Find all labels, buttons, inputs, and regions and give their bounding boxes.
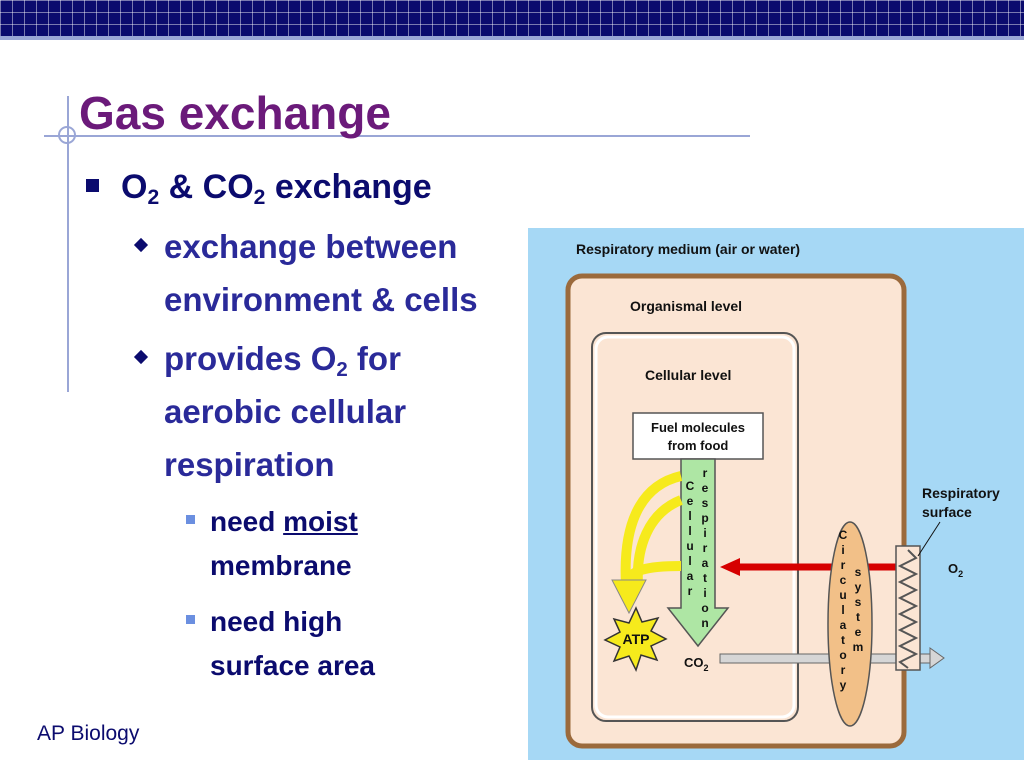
decor-vertical-line	[67, 96, 69, 392]
svg-text:n: n	[701, 616, 708, 630]
svg-text:m: m	[853, 640, 864, 654]
slide-title: Gas exchange	[79, 87, 391, 139]
diamond-bullet-icon	[133, 237, 149, 253]
svg-text:y: y	[840, 678, 847, 692]
label-organismal-level: Organismal level	[630, 298, 742, 314]
svg-text:s: s	[702, 496, 709, 510]
banner-underline	[0, 36, 1024, 40]
footer-label: AP Biology	[37, 722, 140, 745]
svg-text:from food: from food	[668, 438, 729, 453]
energy-arrowhead	[611, 579, 647, 615]
bullet-provides-o2: provides O2 for aerobic cellular respira…	[133, 332, 406, 491]
svg-text:r: r	[703, 466, 708, 480]
svg-text:a: a	[687, 569, 694, 583]
decor-crosshair	[58, 126, 76, 144]
svg-text:l: l	[841, 603, 844, 617]
fuel-molecules-box	[632, 412, 764, 460]
label-cellular: C e l l u l a r	[686, 479, 695, 598]
svg-text:c: c	[840, 573, 847, 587]
energy-arrow-1	[620, 471, 683, 585]
label-co2: CO2	[684, 655, 709, 673]
svg-text:s: s	[855, 565, 862, 579]
square-bullet-icon	[86, 179, 99, 192]
svg-text:l: l	[688, 554, 691, 568]
svg-text:t: t	[841, 633, 845, 647]
svg-text:l: l	[688, 524, 691, 538]
svg-text:Fuel molecules: Fuel molecules	[651, 420, 745, 435]
label-respiration: r e s p i r a t i o n	[701, 466, 708, 630]
bullet-main: O2 & CO2 exchange	[86, 168, 432, 208]
bullet-need-high-surface: need high surface area	[186, 600, 375, 688]
svg-text:s: s	[855, 595, 862, 609]
label-circulatory: C i r c u l a t o r y	[839, 528, 848, 692]
svg-text:e: e	[702, 481, 709, 495]
label-respiratory-surface-2: surface	[922, 504, 972, 520]
svg-text:C: C	[839, 528, 848, 542]
svg-text:a: a	[840, 618, 847, 632]
label-respiratory-medium: Respiratory medium (air or water)	[576, 241, 800, 257]
svg-text:i: i	[841, 543, 844, 557]
atp-starburst	[603, 606, 668, 672]
svg-text:p: p	[701, 511, 708, 525]
svg-text:t: t	[703, 571, 707, 585]
svg-text:e: e	[687, 494, 694, 508]
gas-exchange-diagram: Respiratory medium (air or water) Organi…	[528, 228, 1024, 760]
svg-text:e: e	[855, 625, 862, 639]
svg-text:o: o	[839, 648, 846, 662]
svg-text:u: u	[686, 539, 693, 553]
cellular-respiration-arrow	[666, 458, 730, 648]
svg-text:C: C	[686, 479, 695, 493]
bullet-exchange-between: exchange between environment & cells	[133, 220, 478, 326]
svg-text:u: u	[839, 588, 846, 602]
svg-text:r: r	[841, 663, 846, 677]
diamond-bullet-icon	[133, 349, 149, 365]
label-atp: ATP	[623, 631, 650, 647]
label-system: s y s t e m	[853, 565, 864, 654]
svg-text:l: l	[688, 509, 691, 523]
circulatory-system	[827, 521, 873, 727]
svg-text:r: r	[841, 558, 846, 572]
svg-text:y: y	[855, 580, 862, 594]
svg-text:r: r	[688, 584, 693, 598]
decor-horizontal-line	[44, 135, 750, 137]
bullet-need-moist: need moist membrane	[186, 500, 358, 588]
svg-text:a: a	[702, 556, 709, 570]
svg-text:r: r	[703, 541, 708, 555]
top-banner	[0, 0, 1024, 36]
svg-text:o: o	[701, 601, 708, 615]
square-bullet-icon	[186, 615, 195, 624]
label-o2: O2	[948, 561, 963, 579]
svg-text:t: t	[856, 610, 860, 624]
respiratory-surface	[895, 545, 921, 671]
svg-text:i: i	[703, 586, 706, 600]
square-bullet-icon	[186, 515, 195, 524]
svg-text:i: i	[703, 526, 706, 540]
label-cellular-level: Cellular level	[645, 367, 731, 383]
label-respiratory-surface-1: Respiratory	[922, 485, 1000, 501]
